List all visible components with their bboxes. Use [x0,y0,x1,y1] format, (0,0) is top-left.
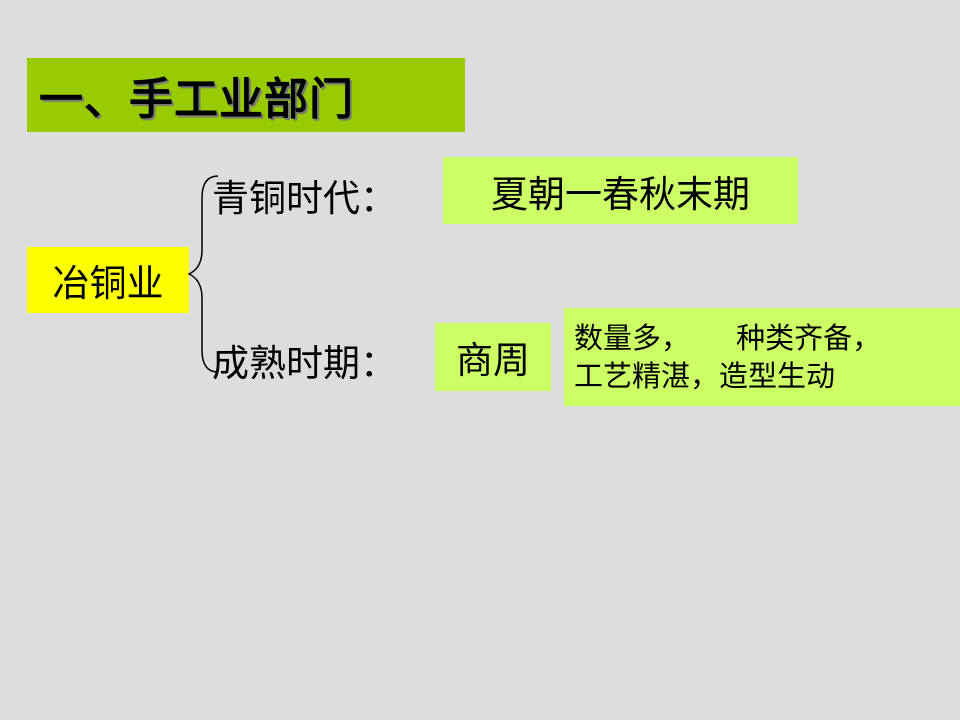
branch-label-bronze-age: 青铜时代： [212,177,397,220]
features-line-2: 工艺精湛，造型生动 [574,359,836,393]
features-box: 数量多， 种类齐备， 工艺精湛，造型生动 [564,308,960,406]
branch-value-mature-period-box: 商周 [435,323,551,391]
branch-value-mature-period: 商周 [456,339,530,382]
industry-box: 冶铜业 [27,247,189,313]
features-line-1: 数量多， 种类齐备， [574,321,882,355]
section-title-box: 一、手工业部门 [27,58,465,132]
branch-label-mature-period: 成熟时期： [212,342,397,385]
branch-value-bronze-age: 夏朝一春秋末期 [491,172,750,216]
industry-label: 冶铜业 [52,262,164,305]
section-title: 一、手工业部门 [39,74,354,125]
branch-value-bronze-age-box: 夏朝一春秋末期 [443,157,798,224]
